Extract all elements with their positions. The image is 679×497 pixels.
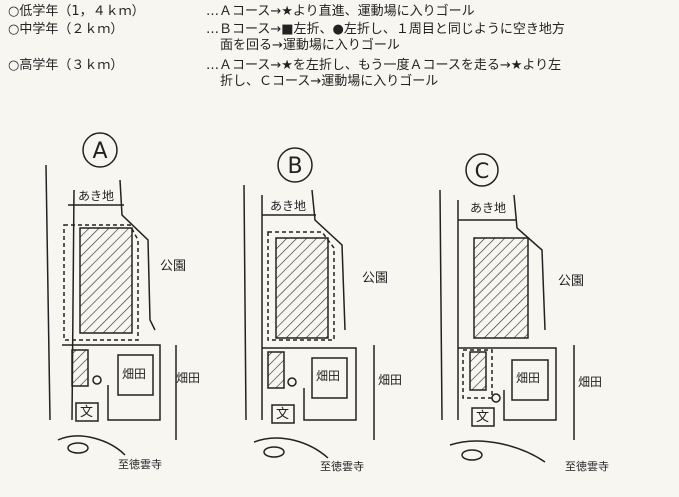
park-label: 公園: [558, 274, 584, 289]
playground-hatch: [275, 237, 329, 339]
map-letter: B: [287, 154, 302, 179]
map-letter: A: [92, 139, 107, 164]
akichi-label: あき地: [270, 199, 306, 213]
map-c: C あき地 公園 畑田 畑田 文 至徳雲寺: [439, 153, 609, 473]
road-left: [45, 164, 51, 421]
school-label: 文: [476, 410, 489, 425]
playground-hatch: [79, 227, 133, 334]
school-building: [71, 349, 89, 387]
field-label-2: 畑田: [176, 371, 200, 385]
school-box: [271, 404, 295, 424]
school-box: [471, 407, 495, 427]
map-letter-circle: [465, 153, 499, 187]
field-label-2: 畑田: [378, 373, 402, 387]
map-b: B あき地 公園 畑田 畑田 文 至徳雲寺: [243, 147, 402, 473]
map-a: A あき地 公園 畑田 畑田 文 至徳雲寺: [45, 132, 200, 471]
rule-text-line1: …Ａコース→★を左折し、もう一度Ａコースを走る→★より左: [206, 58, 562, 73]
field-border: [62, 344, 161, 421]
mark-circle: [491, 393, 501, 403]
map-letter-circle: [82, 132, 118, 168]
mark-circle: [92, 375, 102, 385]
rule-text-line2: 面を回る→運動場に入りゴール: [220, 38, 400, 53]
temple-label: 至徳雲寺: [320, 460, 364, 473]
rule-text-line1: …Ｂコース→■左折、●左折し、１周目と同じように空き地方: [206, 22, 565, 37]
course-path: [63, 224, 139, 341]
field-label: 畑田: [516, 371, 540, 385]
rule-label: ○高学年（３ｋｍ）: [8, 58, 124, 73]
park-label: 公園: [362, 271, 388, 286]
map-letter-circle: [277, 147, 313, 183]
rule-label: ○低学年（1，４ｋｍ）: [8, 4, 145, 19]
temple-label: 至徳雲寺: [118, 458, 162, 471]
field-label: 畑田: [122, 367, 146, 381]
rule-label: ○中学年（２ｋｍ）: [8, 22, 124, 37]
map-letter: C: [475, 159, 490, 183]
school-box: [75, 402, 99, 422]
school-label: 文: [80, 405, 93, 420]
school-label: 文: [276, 407, 289, 422]
field-label-2: 畑田: [578, 375, 602, 389]
akichi-label: あき地: [78, 189, 114, 203]
rule-text-line1: …Ａコース→★より直進、運動場に入りゴール: [206, 4, 475, 19]
course-path: [267, 231, 335, 341]
park-label: 公園: [160, 259, 186, 274]
road-park: [119, 179, 156, 331]
field-box: [117, 354, 154, 396]
mark-circle: [287, 377, 297, 387]
school-building: [469, 351, 487, 391]
temple-label: 至徳雲寺: [565, 460, 609, 473]
field-label: 畑田: [316, 369, 340, 383]
playground-hatch: [473, 237, 529, 339]
school-building: [267, 351, 285, 389]
rule-text-line2: 折し、Ｃコース→運動場に入りゴール: [220, 74, 439, 89]
akichi-label: あき地: [470, 201, 506, 215]
